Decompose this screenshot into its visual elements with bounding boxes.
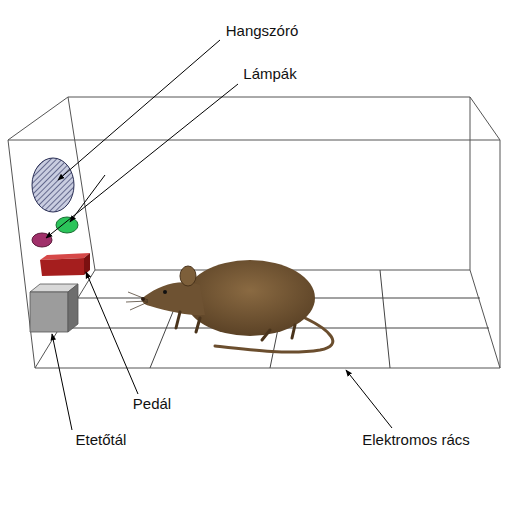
leader-lines [46, 40, 392, 430]
speaker [32, 158, 74, 212]
part-label: Pedál [131, 395, 173, 413]
part-label: Elektromos rács [360, 431, 472, 449]
lamp-green [56, 217, 78, 233]
feeder [30, 284, 78, 332]
box-wireframe [8, 97, 500, 368]
part-label: Etetőtál [74, 431, 129, 449]
part-label: Lámpák [241, 65, 298, 83]
rat [126, 260, 333, 352]
part-label: Hangszóró [224, 22, 301, 40]
pedal [40, 253, 90, 276]
